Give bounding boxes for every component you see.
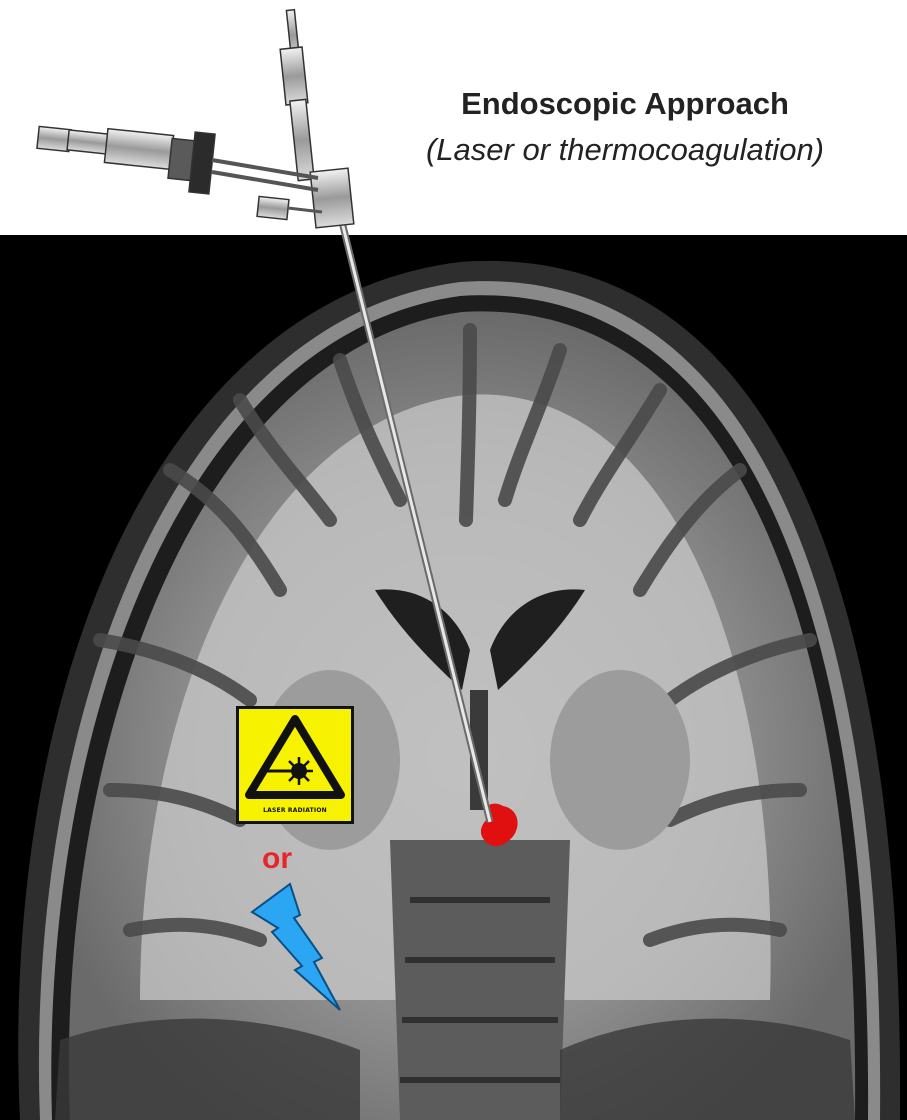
page-title: Endoscopic Approach — [390, 86, 860, 122]
laser-warning-sign: LASER RADIATION — [236, 706, 354, 824]
or-label: or — [262, 842, 292, 876]
page-subtitle: (Laser or thermocoagulation) — [380, 132, 870, 168]
laser-sign-caption: LASER RADIATION — [239, 807, 351, 814]
endoscope-device — [37, 10, 354, 228]
laser-warning-icon — [239, 709, 351, 821]
